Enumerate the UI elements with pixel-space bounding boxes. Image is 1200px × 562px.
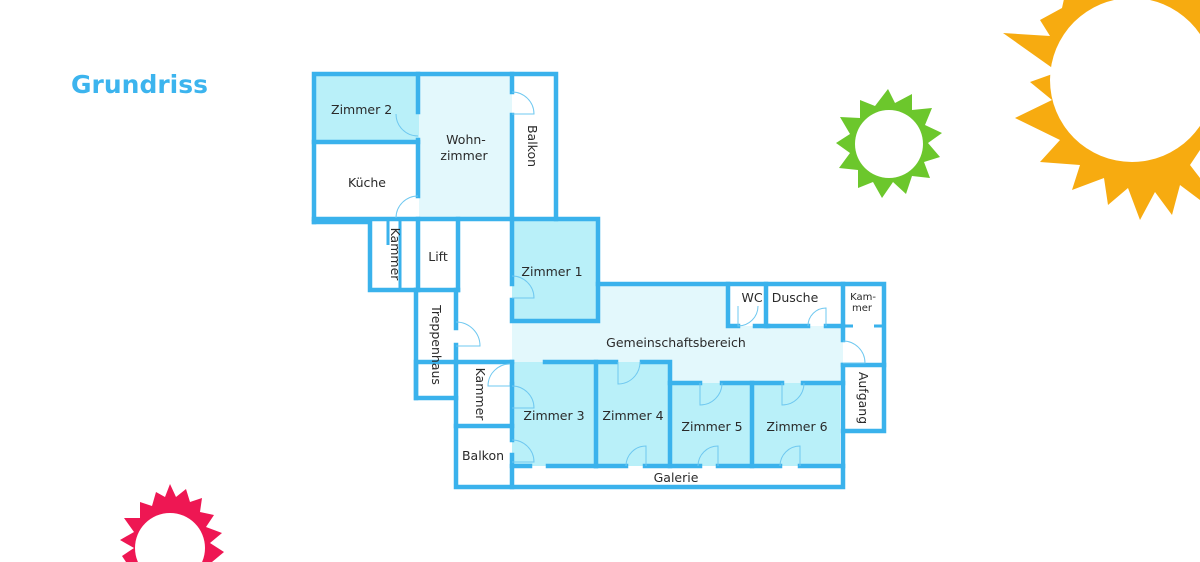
door-wc (737, 305, 759, 327)
label-wc: WC (741, 290, 762, 305)
label-zimmer-6: Zimmer 6 (766, 419, 827, 434)
room-wohnzimmer (419, 75, 512, 219)
label-zimmer-5: Zimmer 5 (681, 419, 742, 434)
label-treppenhaus: Treppenhaus (429, 304, 444, 385)
label-kueche: Küche (348, 175, 386, 190)
label-aufgang: Aufgang (856, 372, 871, 424)
door-kueche (395, 195, 419, 219)
label-gemeinschaftsbereich: Gemeinschaftsbereich (606, 335, 746, 350)
door-treppenhaus (455, 321, 481, 347)
label-dusche: Dusche (772, 290, 819, 305)
door-zimmer-6-bottom (779, 445, 801, 467)
door-balkon-top (511, 91, 535, 115)
label-zimmer-4: Zimmer 4 (602, 408, 663, 423)
door-zimmer-5-top (699, 382, 723, 406)
label-zimmer-2: Zimmer 2 (331, 102, 392, 117)
label-wohnzimmer-line2: zimmer (440, 148, 488, 163)
sun-green-icon (836, 89, 942, 198)
label-galerie: Galerie (654, 470, 699, 485)
sun-orange-icon (1003, 0, 1200, 220)
room-zimmer-2 (315, 75, 419, 141)
door-aufgang (842, 340, 866, 364)
door-zimmer-4-bottom (625, 445, 647, 467)
label-kammer-right-line2: mer (852, 303, 873, 314)
label-zimmer-3: Zimmer 3 (523, 408, 584, 423)
door-zimmer-5-bottom (697, 445, 719, 467)
door-arcs (395, 91, 866, 467)
sun-red-icon (120, 484, 224, 562)
room-zimmer-1 (512, 221, 598, 321)
door-zimmer-4-top (617, 361, 641, 385)
door-zimmer-2 (395, 113, 419, 137)
label-wohnzimmer-line1: Wohn- (446, 132, 486, 147)
door-zimmer-3 (511, 385, 535, 409)
room-zimmer-5 (670, 383, 752, 466)
door-dusche (807, 307, 827, 327)
door-balkon-bottom (511, 439, 535, 463)
label-balkon-top: Balkon (525, 125, 540, 167)
label-kammer-right-line1: Kam- (850, 292, 876, 303)
door-zimmer-1 (511, 275, 535, 299)
room-zimmer-6 (752, 383, 840, 466)
label-lift: Lift (428, 249, 448, 264)
label-kammer-left: Kammer (388, 228, 403, 282)
walls (311, 71, 887, 490)
door-zimmer-6-top (781, 382, 805, 406)
label-zimmer-1: Zimmer 1 (521, 264, 582, 279)
label-balkon-bottom: Balkon (462, 448, 504, 463)
label-kammer-mid: Kammer (473, 368, 488, 422)
page-title: Grundriss (71, 70, 208, 99)
room-zimmer-3 (512, 362, 596, 466)
room-zimmer-4 (596, 362, 670, 466)
room-labels: Zimmer 2 Wohn- zimmer Balkon Küche Kamme… (331, 102, 876, 485)
door-kammer-mid (487, 363, 511, 387)
